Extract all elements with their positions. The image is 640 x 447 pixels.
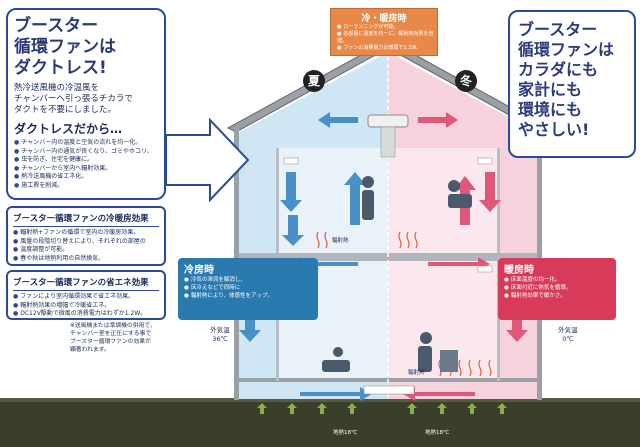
- cooling-heating-time-panel: 冷・暖房時 ローランニングが可能。 各部屋に温度を均一に。輻射熱効果を倍増。 フ…: [330, 8, 438, 56]
- ductless-title-line2: 循環ファンは: [14, 37, 116, 57]
- ext-temp-summer-value: 36℃: [212, 335, 228, 343]
- heating-bullet: 床面温度の均一化。: [504, 276, 610, 284]
- cool-airflow-arrows: [239, 112, 372, 401]
- ductless-desc-line3: ダクトを不要にしました。: [14, 105, 117, 115]
- ductless-bullet: チャンバー内の温度と空気の流れを均一化。: [14, 139, 158, 148]
- inner-wall-right-low: [497, 261, 500, 381]
- ground-surface: [0, 398, 640, 402]
- energy-bullet: DC12V駆動で微風の消費電力はわずか1.2W。: [13, 310, 159, 319]
- body-friendly-panel: ブースター 循環ファンは カラダにも 家計にも 環境にも やさしい!: [508, 10, 636, 158]
- ground-temp-right: 地熱18℃: [425, 430, 450, 436]
- cooling-callout: 冷房時 冷気の滞流を解消し、 床冷えなどで同時に 輻射熱により、体感性をアップ。: [178, 258, 318, 320]
- footnote: ※送風機または準調機の併用で、 チャンバー室を正圧にする事で ブースター循環ファ…: [70, 322, 180, 354]
- cooling-bullet: 冷気の滞流を解消し、: [184, 276, 312, 284]
- top-bullet: ファンの消費電力は微弱で1.2W。: [331, 45, 437, 52]
- footnote-line2: チャンバー室を正圧にする事で: [70, 331, 152, 337]
- effect-bullet: 風量の段階切り替えにより、それぞれの部屋の: [13, 238, 159, 247]
- ext-temp-winter-value: 0℃: [562, 335, 574, 343]
- body-friendly-line4: 家計にも: [518, 80, 583, 99]
- effect-bullet: 春や秋は地熱利用の自然換気。: [13, 255, 159, 264]
- radiant-label-upper: 輻射熱: [332, 238, 349, 244]
- ductless-subhead: ダクトレスだから…: [14, 122, 123, 136]
- ductless-bullet: 熱冷送風機の省エネ化。: [14, 173, 158, 182]
- effect-bullet: 輻射熱+ファンの循環で室内の冷暖房効果。: [13, 229, 159, 238]
- ductless-description: 熱冷送風機の冷温風を チャンバーへ引っ張るチカラで ダクトを不要にしました。: [14, 83, 158, 116]
- body-friendly-line6: やさしい!: [518, 120, 590, 139]
- mid-floor-cool: [238, 253, 388, 261]
- ground-temp-left: 地熱18℃: [333, 430, 358, 436]
- cooling-heating-effect-panel: ブースター循環ファンの冷暖房効果 輻射熱+ファンの循環で室内の冷暖房効果。 風量…: [6, 206, 166, 266]
- footnote-line1: ※送風機または準調機の併用で、: [70, 323, 156, 329]
- panel-pointer-arrow: [165, 117, 250, 203]
- ductless-bullet: 虫を防ぎ、住宅を健康に。: [14, 156, 158, 165]
- body-friendly-line3: カラダにも: [518, 60, 599, 79]
- cooling-bullet: 床冷えなどで同時に: [184, 284, 312, 292]
- person-silhouettes: [322, 176, 472, 372]
- body-friendly-title: ブースター 循環ファンは カラダにも 家計にも 環境にも やさしい!: [518, 20, 626, 140]
- energy-bullet: 輻射熱効果の増幅で冷暖省エネ。: [13, 302, 159, 311]
- ductless-bullet: チャンバーから室内へ輻射効果。: [14, 165, 158, 174]
- cooling-callout-title: 冷房時: [184, 265, 214, 276]
- heating-bullet: 床面付近に熱気を循環。: [504, 284, 610, 292]
- energy-saving-panel: ブースター循環ファンの省エネ効果 ファンにより室内循環効果で省エネ効果。 輻射熱…: [6, 270, 166, 320]
- ext-temp-winter: 外気温 0℃: [548, 326, 588, 344]
- ext-temp-summer-label: 外気温: [210, 326, 230, 334]
- heating-bullet: 輻射熱効果で暖かさ。: [504, 292, 610, 300]
- mid-floor-warm: [388, 253, 538, 261]
- top-bullet: ローランニングが可能。: [331, 24, 437, 31]
- ext-temp-winter-label: 外気温: [558, 326, 578, 334]
- upper-chamber-warm: [498, 148, 538, 253]
- body-friendly-line2: 循環ファンは: [518, 40, 615, 59]
- top-bullet: 各部屋に温度を均一に。輻射熱効果を倍増。: [331, 31, 437, 45]
- energy-bullet: ファンにより室内循環効果で省エネ効果。: [13, 293, 159, 302]
- attic-cool: [238, 52, 388, 148]
- geothermal-arrows: [257, 403, 507, 414]
- heating-callout-title: 暖房時: [504, 265, 534, 276]
- inner-wall-left: [276, 148, 279, 253]
- ductless-bullet: チャンバー内の通気が良くなり、ゴミやホコリ、: [14, 148, 158, 157]
- cooling-heating-effect-title: ブースター循環ファンの冷暖房効果: [13, 212, 159, 227]
- ductless-desc-line2: チャンバーへ引っ張るチカラで: [14, 94, 133, 104]
- cooling-bullet: 輻射熱により、体感性をアップ。: [184, 292, 312, 300]
- ductless-bullet: 施工費を削減。: [14, 182, 158, 191]
- ext-temp-summer: 外気温 36℃: [200, 326, 240, 344]
- effect-bullet: 温度調整が可能。: [13, 246, 159, 255]
- ductless-title-line1: ブースター: [14, 16, 99, 36]
- ceiling-fan-unit: [367, 114, 409, 128]
- ductless-title: ブースター 循環ファンは ダクトレス!: [14, 16, 158, 79]
- footnote-line4: 顕著われます。: [70, 347, 110, 353]
- cooling-heating-time-title: 冷・暖房時: [331, 9, 437, 24]
- body-friendly-line5: 環境にも: [518, 100, 583, 119]
- energy-saving-title: ブースター循環ファンの省エネ効果: [13, 276, 159, 291]
- winter-badge: 冬: [455, 70, 477, 92]
- ductless-title-line3: ダクトレス!: [14, 58, 107, 78]
- footnote-line3: ブースター循環ファンの効果が: [70, 339, 151, 345]
- ductless-panel: ブースター 循環ファンは ダクトレス! 熱冷送風機の冷温風を チャンバーへ引っ張…: [6, 8, 166, 200]
- summer-badge: 夏: [303, 70, 325, 92]
- upper-chamber-cool: [238, 148, 278, 253]
- ductless-desc-line1: 熱冷送風機の冷温風を: [14, 83, 100, 93]
- radiant-label-lower: 輻射熱: [408, 370, 425, 376]
- body-friendly-line1: ブースター: [518, 20, 598, 39]
- heating-callout: 暖房時 床面温度の均一化。 床面付近に熱気を循環。 輻射熱効果で暖かさ。: [498, 258, 616, 320]
- ductless-bullet-list: チャンバー内の温度と空気の流れを均一化。 チャンバー内の通気が良くなり、ゴミやホ…: [14, 139, 158, 190]
- ceiling-vertical-duct: [380, 126, 396, 158]
- attic-warm: [388, 52, 538, 148]
- inner-wall-left-low: [276, 261, 279, 381]
